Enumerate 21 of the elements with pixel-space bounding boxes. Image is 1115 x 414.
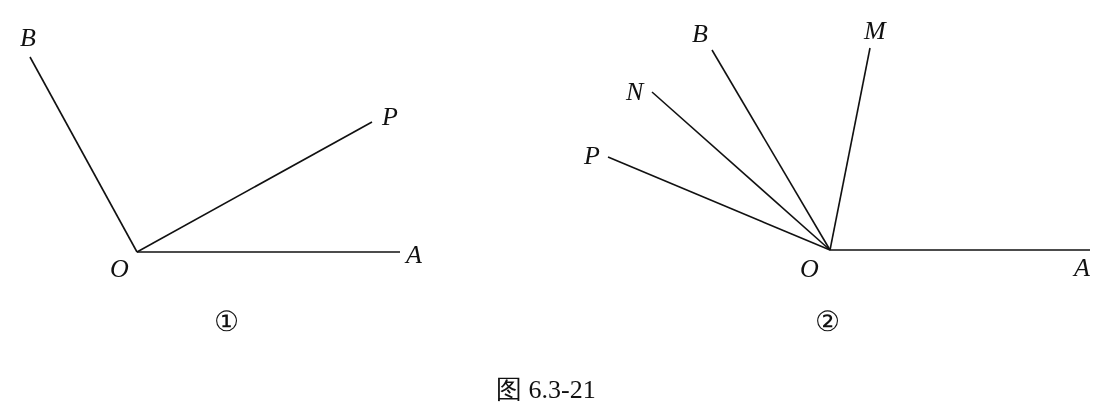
ray-line xyxy=(711,49,831,251)
point-label: P xyxy=(584,143,600,169)
point-label: A xyxy=(406,242,422,268)
ray-line xyxy=(607,156,831,251)
ray-line xyxy=(829,47,871,251)
figure-caption: 图 6.3-21 xyxy=(496,377,596,403)
point-label: M xyxy=(864,18,886,44)
point-label: P xyxy=(382,104,398,130)
figure-number: ① xyxy=(214,308,239,336)
point-label: B xyxy=(692,21,708,47)
ray-line xyxy=(651,91,831,251)
ray-line xyxy=(136,251,401,253)
ray-line xyxy=(29,56,138,253)
point-label: N xyxy=(626,79,644,105)
ray-line xyxy=(829,249,1091,251)
point-label: A xyxy=(1074,255,1090,281)
figure-number: ② xyxy=(815,308,840,336)
ray-line xyxy=(136,121,373,253)
point-label: B xyxy=(20,25,36,51)
point-label: O xyxy=(110,256,129,282)
point-label: O xyxy=(800,256,819,282)
